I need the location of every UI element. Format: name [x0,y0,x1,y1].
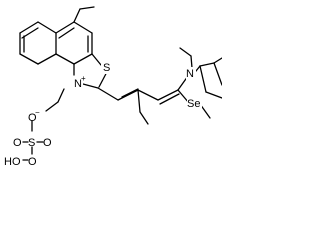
selenium-atom: Se [187,98,200,110]
sulfate-oxygen-charged: O [28,112,37,124]
thiazolium-nitrogen-atom: N [74,78,82,90]
sulfate-oxygen-charge: − [35,108,40,117]
naphthothiazolium-ring-bonds [19,6,110,112]
sulfate-sulfur-atom: S [28,137,35,149]
methine-bridge-bonds [97,87,180,125]
structure-diagram: S N + N Se O − O S O O HO [4,6,222,168]
selenazole-nitrogen-atom: N [186,68,194,80]
sulfate-hydroxyl-label: HO [4,156,21,168]
sulfate-oxygen-right: O [43,137,52,149]
sulfate-oxygen-bottom: O [28,156,37,168]
sulfate-bonds [22,120,44,161]
thiazole-sulfur-atom: S [103,62,110,74]
thiazolium-charge: + [81,74,86,83]
sulfate-oxygen-left: O [13,137,22,149]
